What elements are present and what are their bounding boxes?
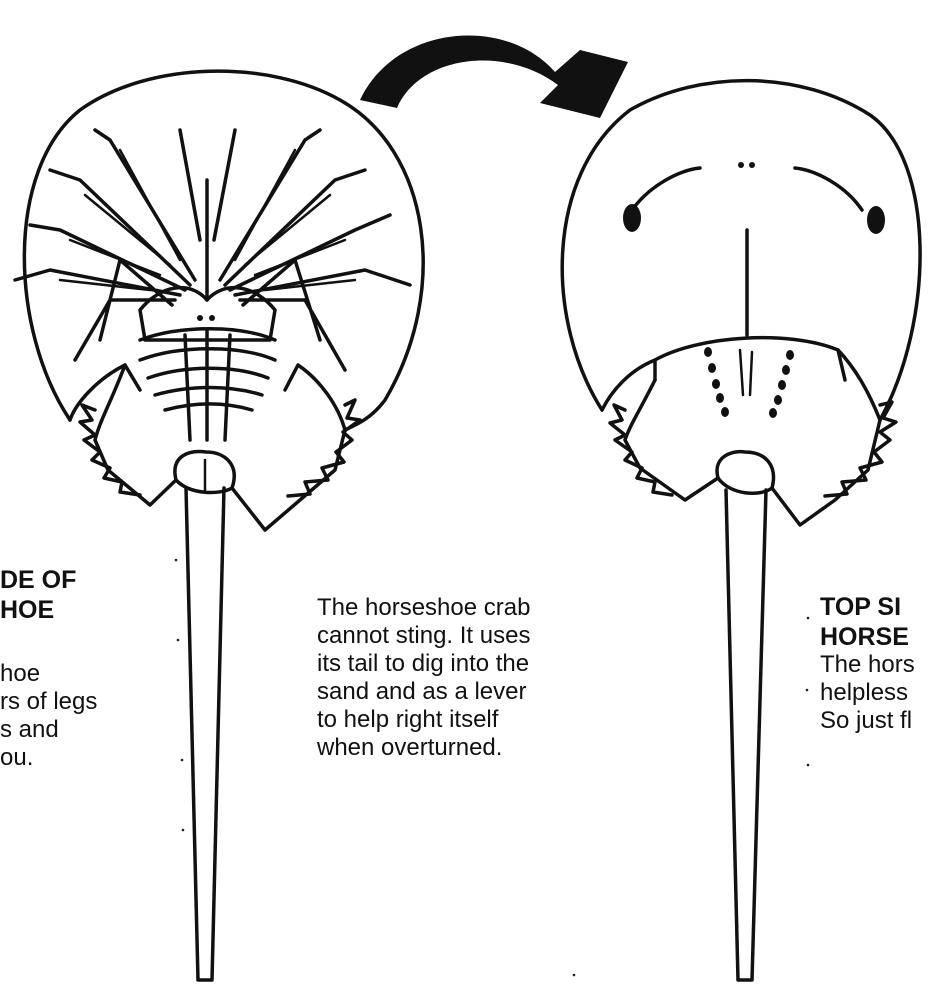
underside-carapace (24, 71, 423, 430)
top-eye-right (867, 206, 885, 234)
underside-abdomen (95, 365, 345, 530)
underside-spines-right (288, 400, 360, 496)
top-eye-left (623, 204, 641, 232)
underside-legs-right (220, 130, 410, 370)
arrow-body (360, 35, 628, 118)
top-tail-base (717, 452, 773, 494)
underside-spines-left (80, 405, 140, 495)
top-side-description: The hors helpless So just fl (820, 651, 938, 735)
top-tail (726, 490, 766, 980)
curved-arrow (360, 35, 628, 118)
underside-description: hoe rs of legs s and ou. (0, 660, 180, 772)
top-spines-left (610, 405, 672, 495)
horseshoe-crab-underside (15, 71, 423, 980)
underside-heading: DE OF HOE (0, 565, 180, 625)
top-abdomen-dots (704, 347, 794, 418)
horseshoe-crab-top (562, 81, 920, 980)
top-side-heading: TOP SI HORSE (820, 592, 938, 652)
top-spines-right (825, 402, 896, 496)
underside-tail (186, 488, 224, 980)
tail-description: The horseshoe crab cannot sting. It uses… (317, 594, 617, 762)
